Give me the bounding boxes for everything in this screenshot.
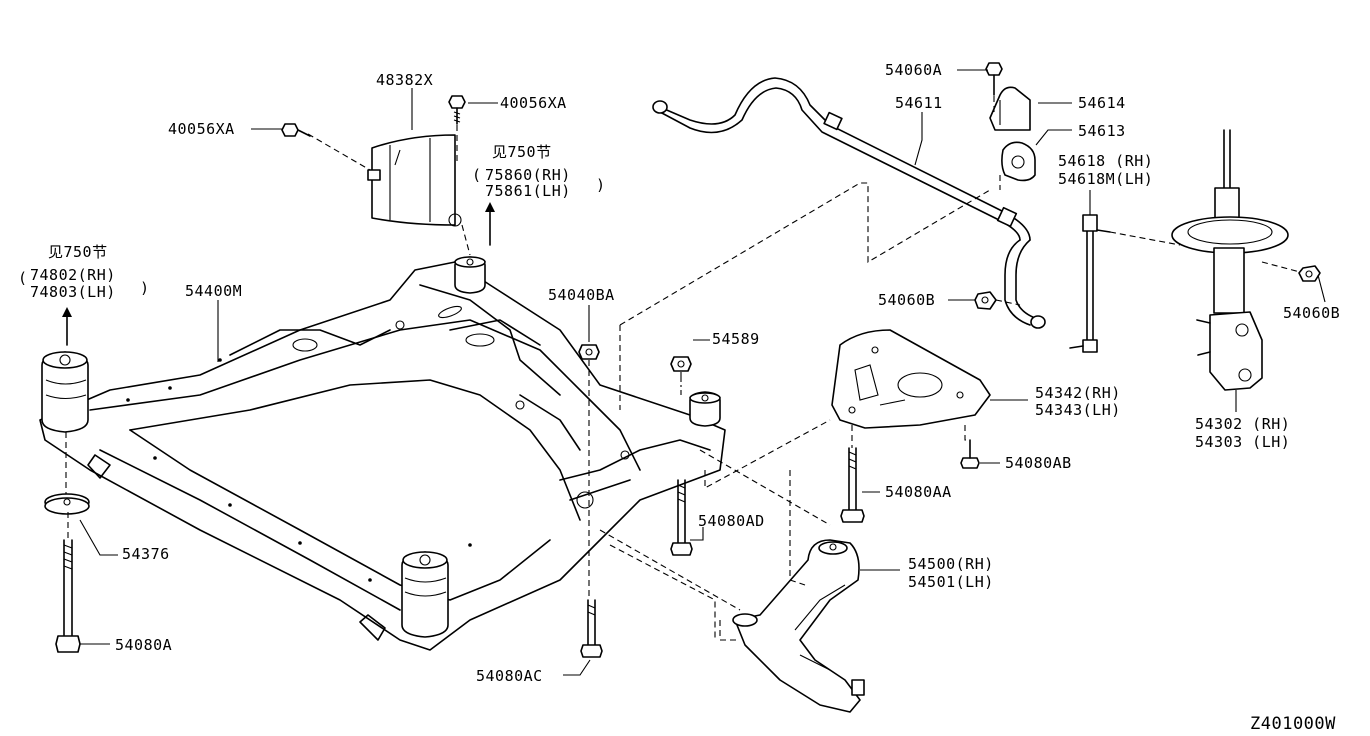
label-40056xa-top: 40056XA	[500, 94, 567, 112]
label-54611: 54611	[895, 94, 943, 112]
nut-54589[interactable]	[670, 356, 692, 372]
stabilizer-bushing[interactable]	[1001, 141, 1036, 182]
paren-close-a: )	[596, 176, 606, 194]
bolt-54080ac[interactable]	[580, 599, 603, 658]
reference-arrows	[62, 202, 495, 346]
strut-assembly[interactable]	[1171, 129, 1289, 391]
assembly-lines	[65, 96, 1301, 641]
label-54613: 54613	[1078, 122, 1126, 140]
label-54060b-right: 54060B	[1283, 304, 1340, 322]
bolt-40056xa-left[interactable]	[281, 123, 311, 137]
label-40056xa-left: 40056XA	[168, 120, 235, 138]
label-54040ba: 54040BA	[548, 286, 615, 304]
washer-54376[interactable]	[44, 493, 90, 515]
label-74803: 74803(LH)	[30, 283, 116, 301]
paren-open-b: (	[18, 269, 28, 287]
label-54080aa: 54080AA	[885, 483, 952, 501]
label-54501: 54501(LH)	[908, 573, 994, 591]
label-48382x: 48382X	[376, 71, 433, 89]
bolt-54080ad[interactable]	[670, 479, 693, 556]
label-54618m: 54618M(LH)	[1058, 170, 1153, 188]
label-54500: 54500(RH)	[908, 555, 994, 573]
bolt-54060a[interactable]	[985, 62, 1003, 96]
label-54080ac: 54080AC	[476, 667, 543, 685]
bolt-54080a[interactable]	[55, 539, 81, 653]
label-74802: 74802(RH)	[30, 266, 116, 284]
label-75860: 75860(RH)	[485, 166, 571, 184]
label-54060a: 54060A	[885, 61, 942, 79]
label-see-750-a: 见750节	[492, 143, 552, 161]
label-54343: 54343(LH)	[1035, 401, 1121, 419]
stabilizer-bar[interactable]	[652, 77, 1046, 329]
lower-control-arm[interactable]	[732, 539, 865, 713]
label-54400m: 54400M	[185, 282, 242, 300]
label-75861: 75861(LH)	[485, 182, 571, 200]
bolt-54080ab[interactable]	[960, 439, 980, 469]
label-54080ad: 54080AD	[698, 512, 765, 530]
label-54060b-left: 54060B	[878, 291, 935, 309]
label-54376: 54376	[122, 545, 170, 563]
label-54342: 54342(RH)	[1035, 384, 1121, 402]
suspension-member[interactable]	[39, 261, 726, 651]
member-mount-bushing-left[interactable]	[41, 351, 89, 433]
paren-close-b: )	[140, 279, 150, 297]
heat-shield[interactable]	[367, 134, 462, 227]
part-labels: 48382X 40056XA 40056XA 见750节 ( 75860(RH)…	[18, 61, 1340, 734]
label-54303: 54303 (LH)	[1195, 433, 1290, 451]
label-see-750-b: 见750节	[48, 243, 108, 261]
label-54080a: 54080A	[115, 636, 172, 654]
stabilizer-clamp[interactable]	[989, 86, 1031, 131]
leader-lines	[79, 69, 1326, 676]
label-54618: 54618 (RH)	[1058, 152, 1153, 170]
member-mount-bushing-rear[interactable]	[401, 551, 449, 638]
bolt-54080aa[interactable]	[840, 447, 865, 523]
nut-54060b-left[interactable]	[974, 291, 997, 310]
nut-54060b-right[interactable]	[1298, 265, 1321, 282]
lower-arm-bracket[interactable]	[831, 329, 991, 429]
member-mount-bushing-right[interactable]	[689, 391, 721, 427]
label-54614: 54614	[1078, 94, 1126, 112]
paren-open-a: (	[472, 166, 482, 184]
diagram-id: Z401000W	[1250, 714, 1336, 734]
stabilizer-link[interactable]	[1069, 214, 1111, 353]
label-54589: 54589	[712, 330, 760, 348]
label-54302: 54302 (RH)	[1195, 415, 1290, 433]
label-54080ab: 54080AB	[1005, 454, 1072, 472]
member-mount-bushing-top[interactable]	[454, 256, 486, 294]
bolt-40056xa-top[interactable]	[448, 95, 466, 125]
nut-54040ba[interactable]	[578, 344, 600, 360]
